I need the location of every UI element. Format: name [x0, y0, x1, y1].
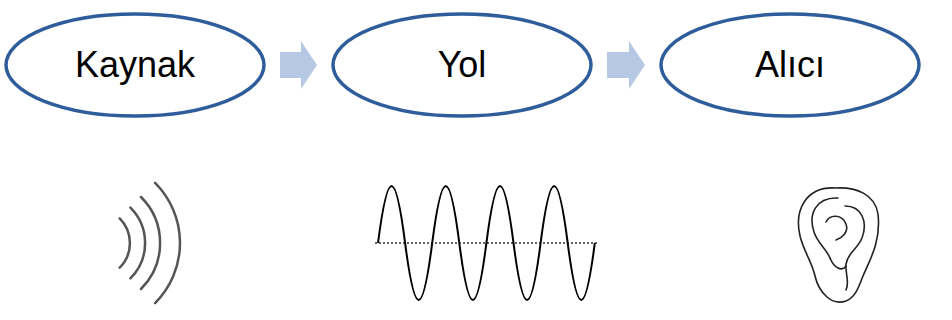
sine-wave-icon: [375, 186, 598, 300]
ellipse-node: Kaynak: [4, 12, 266, 118]
node-label: Kaynak: [75, 45, 195, 85]
ellipse-node: Yol: [331, 12, 593, 118]
node-label: Alıcı: [755, 45, 825, 85]
node-label: Yol: [438, 45, 487, 85]
block-arrow: [280, 41, 317, 89]
ear-icon: [799, 188, 879, 302]
block-arrow: [607, 41, 645, 89]
ellipse-node: Alıcı: [659, 12, 921, 118]
sound-source-icon: [120, 183, 180, 303]
